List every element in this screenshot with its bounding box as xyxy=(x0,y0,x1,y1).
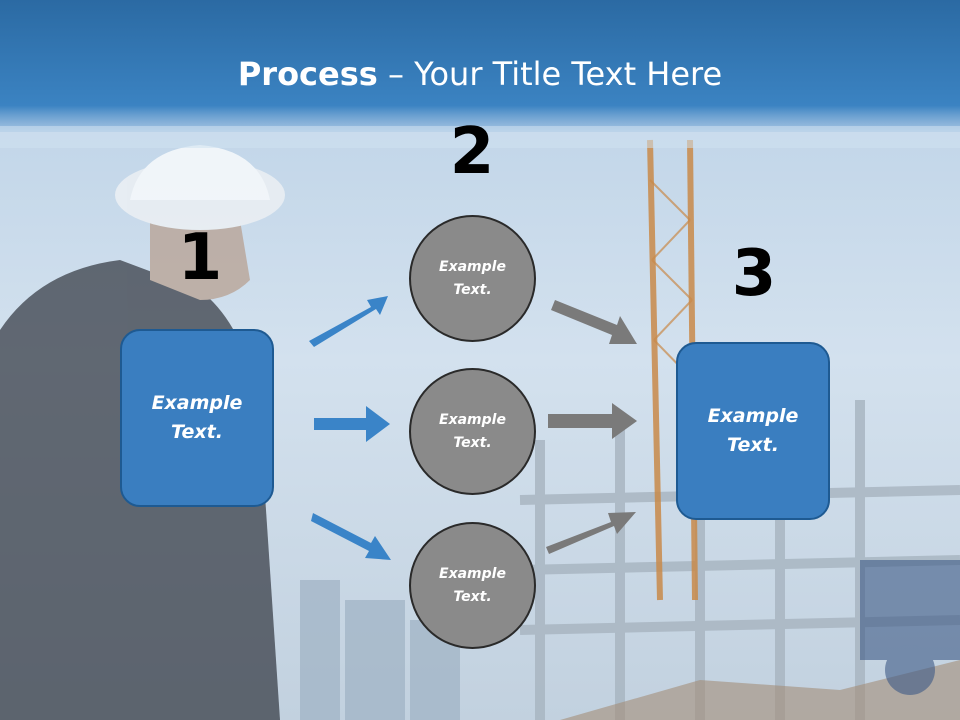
arrow-down-right-gray xyxy=(551,300,637,344)
step-box-3-line2: Text. xyxy=(727,434,779,456)
circle-top-line2: Text. xyxy=(453,281,492,298)
circle-middle-line2: Text. xyxy=(453,434,492,451)
arrow-up-right-gray xyxy=(546,512,636,554)
circle-bottom-line2: Text. xyxy=(453,588,492,605)
title-rest: – Your Title Text Here xyxy=(377,55,723,93)
circle-top-line1: Example xyxy=(439,258,506,275)
arrow-down-right xyxy=(311,513,391,560)
step-number-3: 3 xyxy=(731,237,777,311)
title-bold: Process xyxy=(237,55,378,93)
step-box-1: Example Text. xyxy=(120,329,274,507)
circle-middle-line1: Example xyxy=(439,411,506,428)
arrow-right-blue xyxy=(314,406,390,442)
step-box-3: Example Text. xyxy=(676,342,830,520)
step-box-1-line1: Example xyxy=(151,392,243,414)
step-circle-top: Example Text. xyxy=(409,215,536,342)
page-title: Process – Your Title Text Here xyxy=(0,52,960,96)
step-number-1: 1 xyxy=(177,221,223,295)
circle-bottom-line1: Example xyxy=(439,565,506,582)
step-circle-bottom: Example Text. xyxy=(409,522,536,649)
step-circle-middle: Example Text. xyxy=(409,368,536,495)
arrow-right-gray xyxy=(548,403,637,439)
step-box-1-line2: Text. xyxy=(171,421,223,443)
step-box-3-line1: Example xyxy=(707,405,799,427)
arrow-up-right xyxy=(309,296,388,347)
step-number-2: 2 xyxy=(449,115,495,189)
